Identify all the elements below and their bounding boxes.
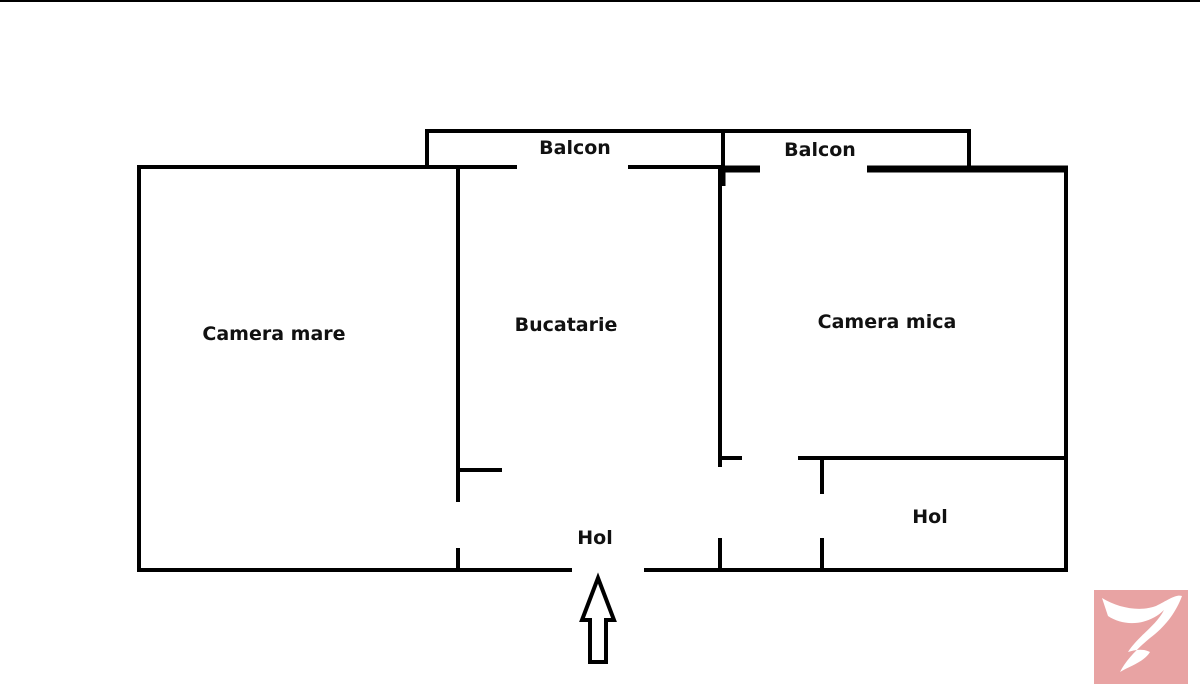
room-label-hol-right: Hol: [912, 506, 947, 528]
balcony-walls: [425, 129, 971, 168]
logo-bird-icon: [1094, 590, 1188, 684]
walls: [137, 165, 1068, 572]
room-label-camera-mare: Camera mare: [202, 323, 345, 345]
room-label-bucatarie: Bucatarie: [515, 314, 618, 336]
room-label-camera-mica: Camera mica: [818, 311, 957, 333]
thick-walls: [718, 165, 1068, 186]
room-label-hol-main: Hol: [577, 527, 612, 549]
entrance-arrow-icon: [579, 572, 617, 664]
room-label-balcon-right: Balcon: [784, 139, 856, 161]
room-label-balcon-left: Balcon: [539, 137, 611, 159]
